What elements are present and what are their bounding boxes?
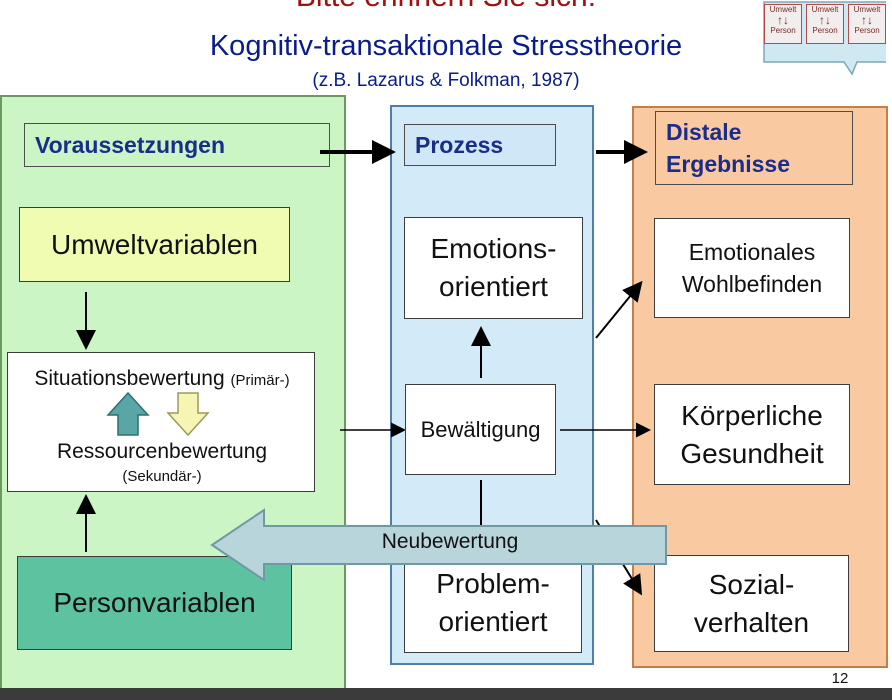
box-umweltvariablen: Umweltvariablen bbox=[19, 207, 290, 282]
page-title: Kognitiv-transaktionale Stresstheorie bbox=[209, 30, 683, 62]
box-bewertung: Situationsbewertung (Primär-) Ressourcen… bbox=[7, 352, 315, 492]
label-ressourcenbewertung: Ressourcenbewertung bbox=[56, 440, 268, 463]
arrow-to-wohlbefinden bbox=[595, 280, 643, 339]
title-reminder: Bitte erinnern Sie sich: bbox=[0, 0, 892, 14]
mini-item-1: Umwelt↑↓Person bbox=[764, 4, 802, 44]
label-sekundaer: (Sekundär-) bbox=[122, 468, 202, 485]
bottom-bar bbox=[0, 688, 892, 700]
header-prozess: Prozess bbox=[404, 124, 556, 166]
page-number: 12 bbox=[831, 670, 849, 687]
box-emotionsorientiert: Emotions-orientiert bbox=[404, 217, 583, 319]
mini-item-2: Umwelt↑↓Person bbox=[806, 4, 844, 44]
box-bewaeltigung: Bewältigung bbox=[405, 384, 556, 475]
label-neubewertung: Neubewertung bbox=[381, 530, 519, 553]
box-personvariablen: Personvariablen bbox=[17, 556, 292, 650]
appraisal-arrows-icon bbox=[106, 391, 210, 437]
citation: (z.B. Lazarus & Folkman, 1987) bbox=[312, 70, 580, 91]
mini-item-3: Umwelt↑↓Person bbox=[848, 4, 886, 44]
header-voraussetzungen: Voraussetzungen bbox=[24, 123, 330, 167]
box-problemorientiert: Problem-orientiert bbox=[404, 553, 582, 653]
box-sozialverhalten: Sozial-verhalten bbox=[654, 555, 849, 652]
label-situationsbewertung: Situationsbewertung (Primär-) bbox=[34, 367, 290, 390]
umwelt-person-icon: Umwelt↑↓Person Umwelt↑↓Person Umwelt↑↓Pe… bbox=[762, 0, 886, 76]
neubewertung-arrow bbox=[210, 508, 667, 582]
